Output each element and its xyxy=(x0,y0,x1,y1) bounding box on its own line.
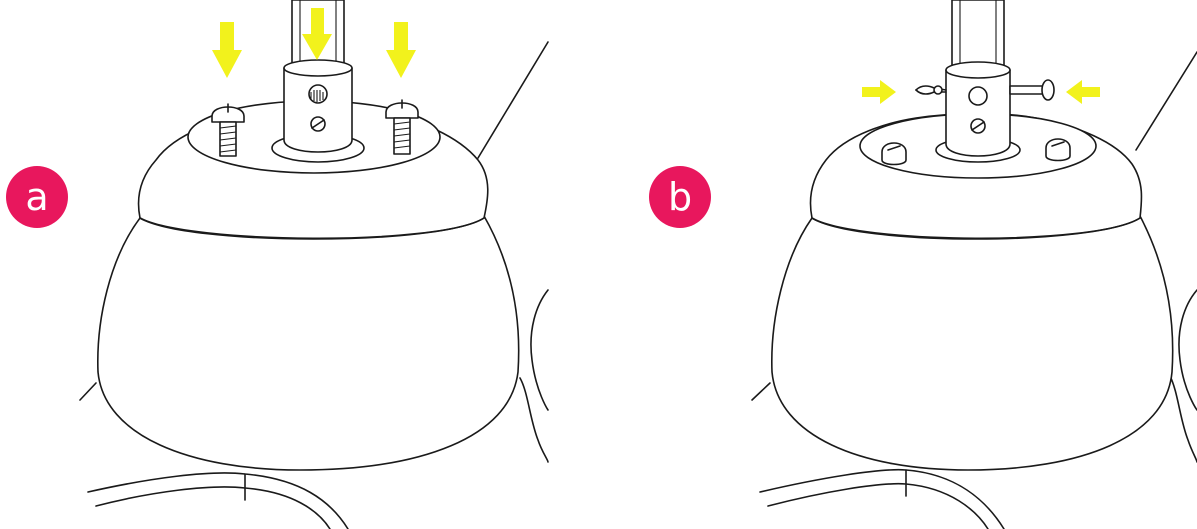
step-b-illustration xyxy=(751,0,1197,529)
bolt-icon xyxy=(1009,79,1055,101)
base-lower-dome xyxy=(97,215,520,471)
step-badge-b: b xyxy=(649,166,711,228)
screw-icon xyxy=(385,99,419,155)
vertical-pole xyxy=(951,0,1005,73)
arrow-left-icon xyxy=(1066,80,1100,104)
arrow-down-icon xyxy=(212,22,242,78)
collar-hole xyxy=(308,84,328,104)
base-lower-dome xyxy=(771,215,1174,471)
step-badge-a: a xyxy=(6,166,68,228)
pole-collar xyxy=(945,69,1011,157)
cotter-pin-icon xyxy=(915,85,947,95)
pole-collar xyxy=(283,67,353,153)
screw-icon xyxy=(211,103,245,157)
step-b-panel: b xyxy=(600,0,1197,529)
step-a-panel: a xyxy=(6,0,549,529)
step-label-b: b xyxy=(667,175,693,219)
stand-lines xyxy=(751,51,1197,529)
arrow-down-icon xyxy=(302,8,332,60)
collar-hole xyxy=(968,86,988,106)
arrow-right-icon xyxy=(862,80,896,104)
step-a-illustration xyxy=(79,0,549,529)
arrow-down-icon xyxy=(386,22,416,78)
step-label-a: a xyxy=(25,175,49,219)
screw-head-icon xyxy=(1045,138,1071,162)
screw-head-icon xyxy=(881,142,907,166)
stand-lines xyxy=(79,41,549,529)
